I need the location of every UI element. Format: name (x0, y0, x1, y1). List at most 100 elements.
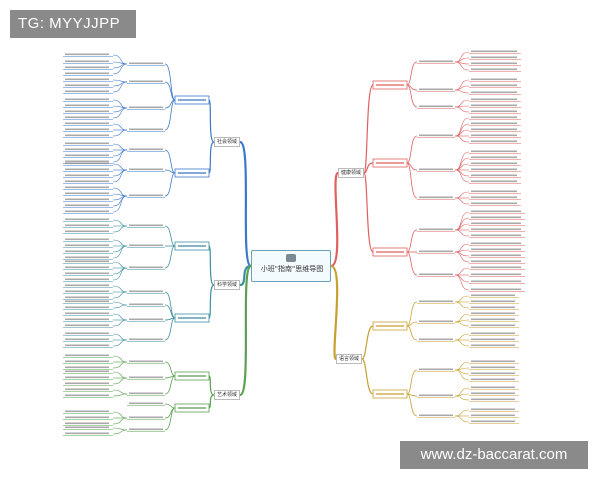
connector-line (454, 274, 470, 291)
connector-line (112, 377, 128, 385)
leaf-text-placeholder (471, 312, 515, 315)
branch-art: 艺术领域 (214, 390, 240, 400)
connector-line (112, 245, 128, 253)
connector-line (454, 301, 470, 309)
leaf-text-placeholder (419, 300, 453, 303)
connector-line (112, 411, 128, 419)
leaf-text-placeholder (129, 416, 163, 419)
leaf-text-placeholder (419, 414, 453, 417)
leaf-text-placeholder (471, 174, 517, 177)
leaf-text-placeholder (471, 372, 515, 375)
leaf-text-placeholder (65, 162, 109, 165)
connector-line (112, 429, 128, 435)
leaf-text-placeholder (65, 98, 109, 101)
branch-science-label: 科学领域 (216, 282, 237, 288)
sub-branch-text-placeholder (376, 325, 404, 327)
connector-line (406, 135, 418, 164)
leaf-text-placeholder (65, 180, 109, 183)
leaf-text-placeholder (65, 198, 109, 201)
leaf-text-placeholder (129, 266, 163, 269)
leaf-text-placeholder (471, 378, 515, 381)
sub-branch-text-placeholder (178, 375, 206, 377)
connector-line (406, 162, 418, 171)
leaf-text-placeholder (471, 366, 515, 369)
connector-line (164, 304, 176, 319)
connector-line (454, 129, 470, 137)
leaf-text-placeholder (471, 56, 517, 59)
leaf-text-placeholder (65, 370, 109, 373)
connector-line (112, 313, 128, 321)
leaf-text-placeholder (471, 266, 521, 269)
leaf-text-placeholder (65, 410, 109, 413)
connector-line (112, 219, 128, 227)
connector-line (112, 63, 128, 75)
leaf-text-placeholder (65, 338, 109, 341)
connector-line (112, 301, 128, 306)
leaf-text-placeholder (65, 366, 109, 369)
mind-map-icon (286, 254, 296, 262)
connector-line (454, 51, 470, 63)
connector-line (208, 394, 215, 409)
center-node: 小班"指南"思维导图 (251, 250, 331, 282)
leaf-text-placeholder (471, 324, 515, 327)
leaf-text-placeholder (65, 122, 109, 125)
leaf-text-placeholder (65, 256, 109, 259)
leaf-text-placeholder (65, 272, 109, 275)
connector-line (454, 415, 470, 423)
leaf-text-placeholder (65, 382, 109, 385)
leaf-text-placeholder (471, 228, 521, 231)
leaf-text-placeholder (129, 80, 163, 83)
connector-line (112, 149, 128, 157)
connector-line (454, 106, 470, 113)
leaf-text-placeholder (471, 98, 517, 101)
connector-line (406, 325, 418, 341)
leaf-text-placeholder (471, 91, 517, 94)
leaf-text-placeholder (129, 62, 163, 65)
connector-line (406, 321, 418, 327)
leaf-text-placeholder (419, 196, 453, 199)
leaf-text-placeholder (129, 106, 163, 109)
connector-line (112, 267, 128, 281)
sub-branch-text-placeholder (376, 84, 404, 86)
leaf-text-placeholder (65, 300, 109, 303)
connector-line (208, 375, 215, 396)
leaf-text-placeholder (129, 392, 163, 395)
leaf-text-placeholder (129, 128, 163, 131)
leaf-text-placeholder (419, 60, 453, 63)
connector-line (112, 195, 128, 207)
connector-line (454, 267, 470, 276)
connector-line (112, 239, 128, 247)
connector-line (454, 274, 470, 283)
connector-line (406, 301, 418, 327)
connector-line (454, 333, 470, 341)
connector-line (208, 245, 215, 286)
connector-line (454, 135, 470, 143)
leaf-text-placeholder (471, 78, 517, 81)
leaf-text-placeholder (471, 162, 517, 165)
branch-language: 语言领域 (336, 354, 362, 364)
leaf-text-placeholder (419, 320, 453, 323)
leaf-text-placeholder (65, 154, 109, 157)
leaf-text-placeholder (471, 180, 517, 183)
branch-language-label: 语言领域 (338, 356, 359, 362)
leaf-text-placeholder (65, 266, 109, 269)
leaf-text-placeholder (419, 250, 453, 253)
leaf-text-placeholder (471, 216, 521, 219)
leaf-text-placeholder (471, 254, 521, 257)
sub-branch-text-placeholder (376, 162, 404, 164)
connector-line (406, 251, 418, 276)
connector-line (454, 211, 470, 231)
leaf-text-placeholder (65, 134, 109, 137)
leaf-text-placeholder (419, 338, 453, 341)
connector-line (112, 393, 128, 397)
connector-line (454, 163, 470, 171)
leaf-text-placeholder (65, 230, 109, 233)
connector-line (363, 84, 374, 174)
connector-line (112, 245, 128, 259)
connector-line (164, 403, 176, 409)
watermark-text: www.dz-baccarat.com (420, 446, 568, 463)
connector-line (112, 129, 128, 137)
connector-line (112, 427, 128, 431)
leaf-text-placeholder (65, 244, 109, 247)
leaf-text-placeholder (471, 332, 515, 335)
